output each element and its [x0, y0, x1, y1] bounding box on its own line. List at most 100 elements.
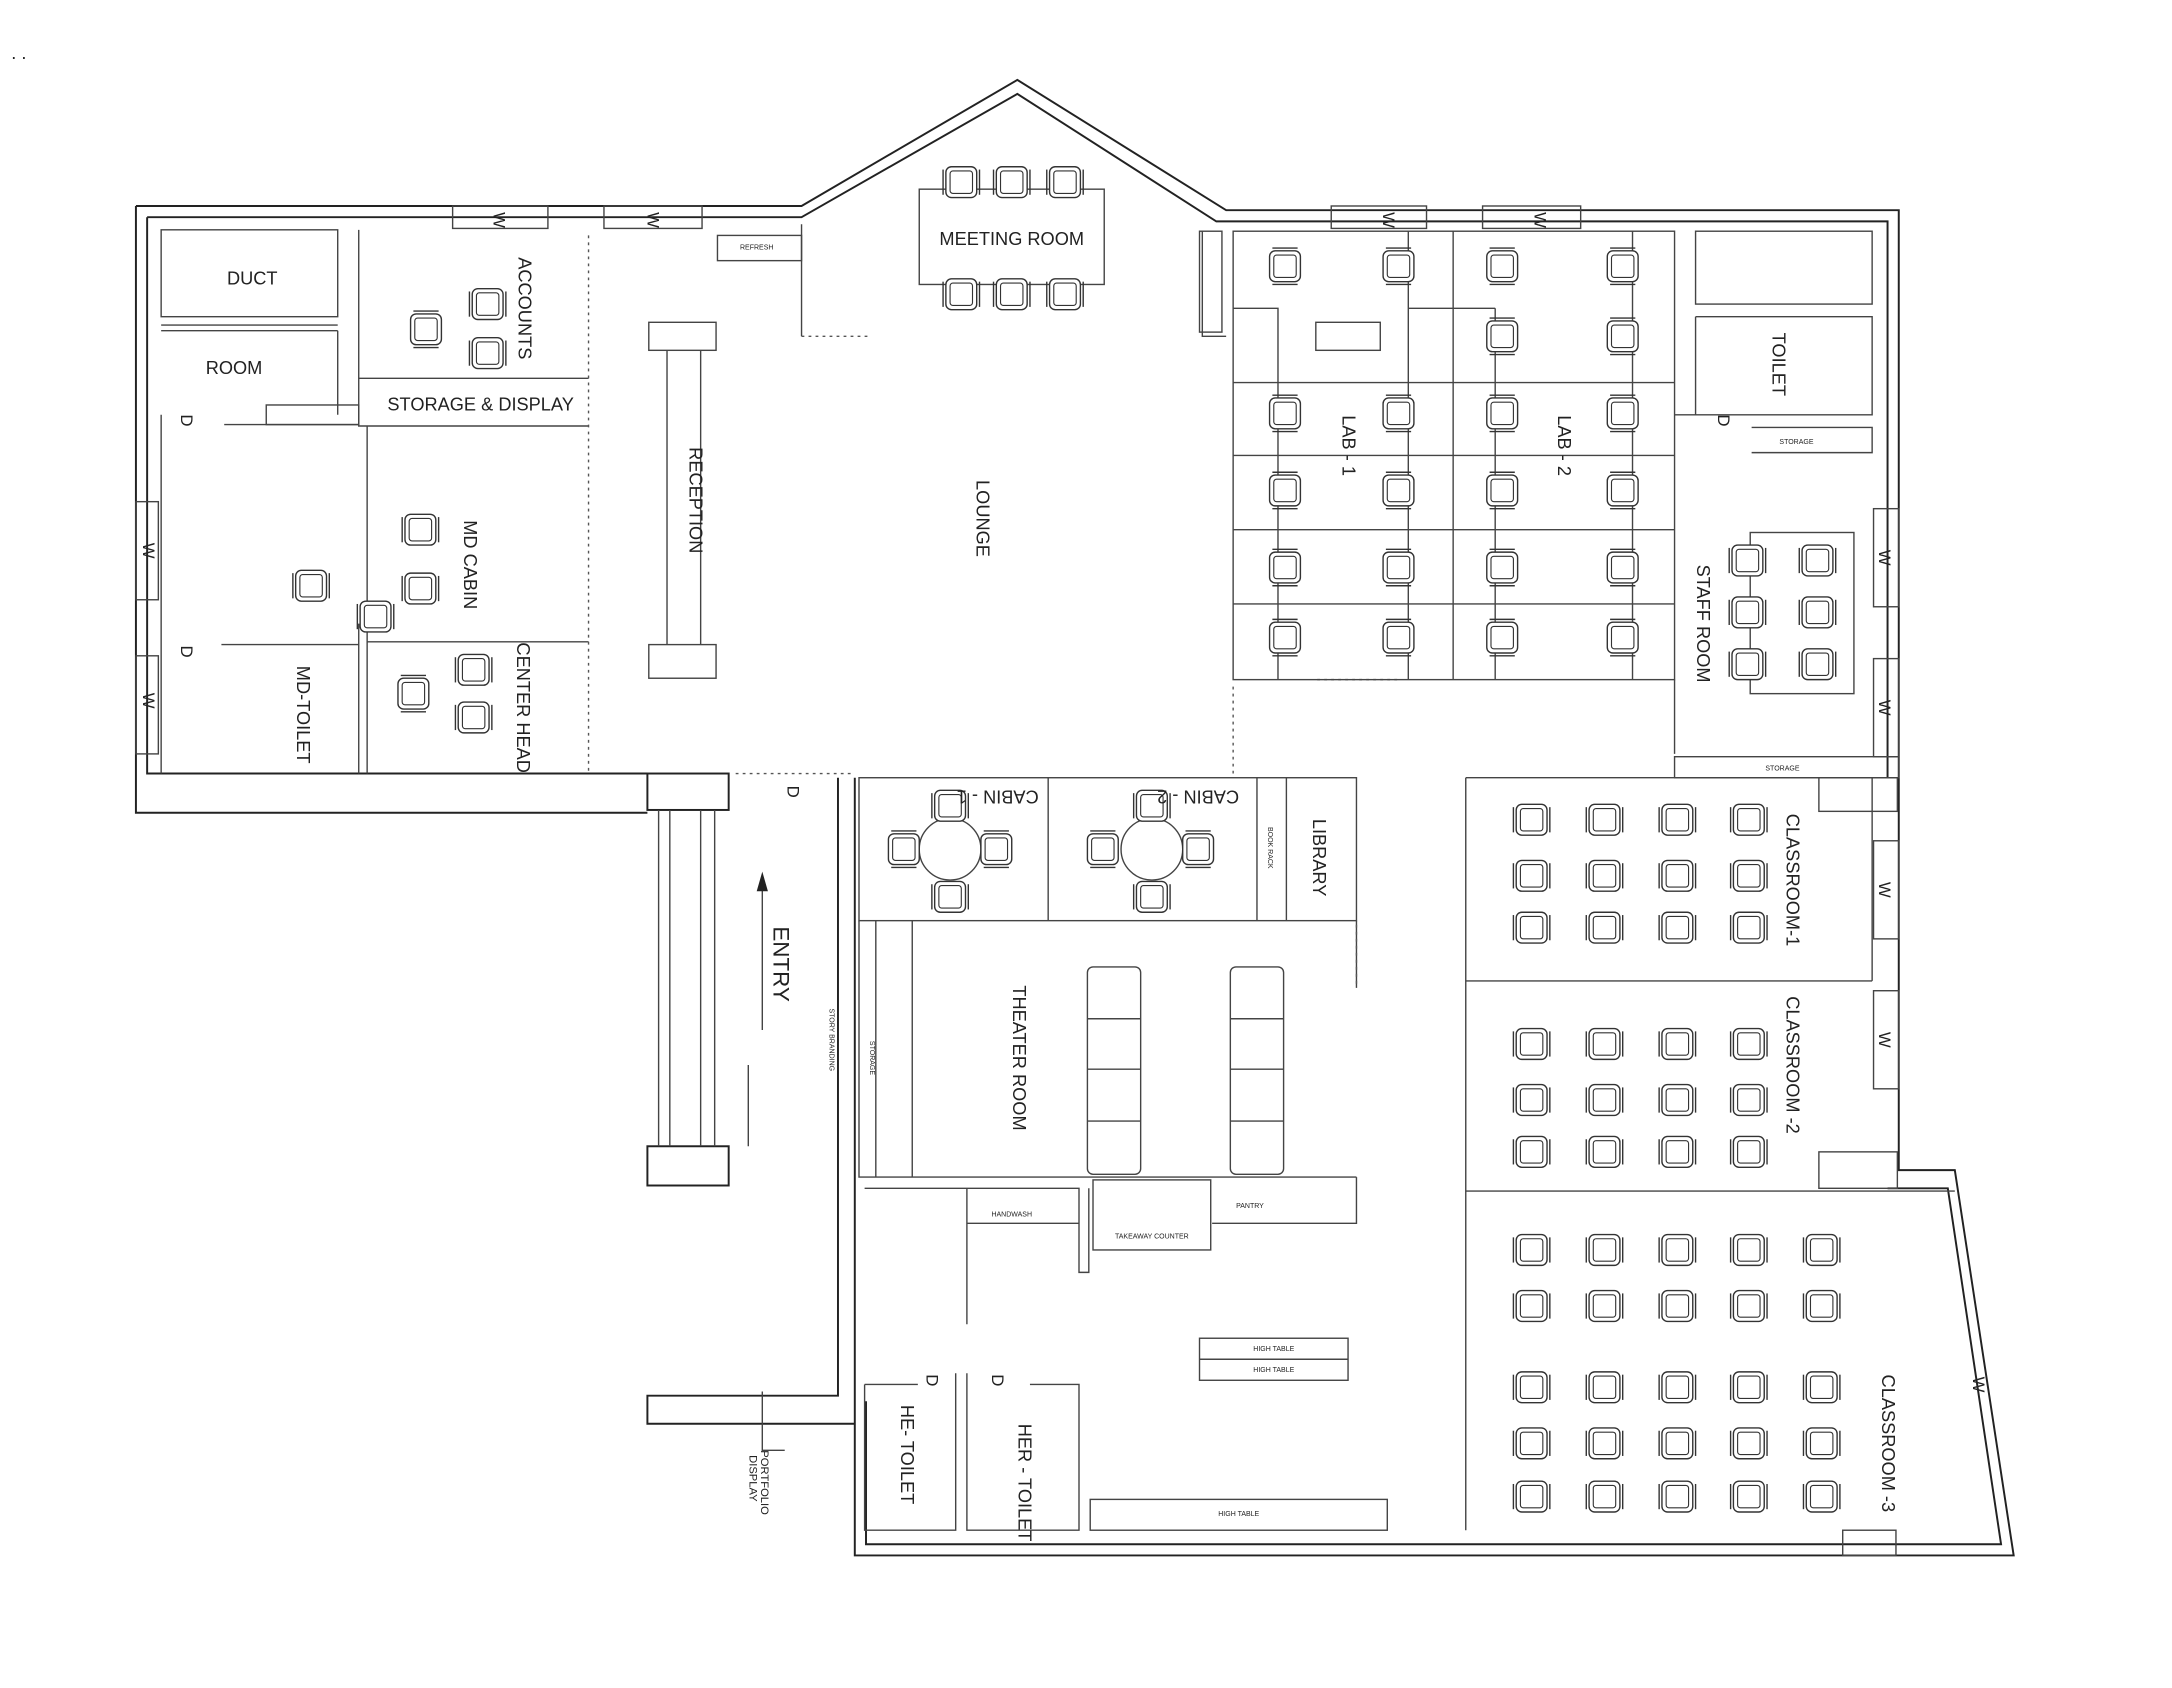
window-mark: W — [139, 543, 158, 559]
window-mark: W — [139, 693, 158, 709]
label-he-toilet: HE- TOILET — [897, 1405, 917, 1504]
label-meeting-room: MEETING ROOM — [939, 229, 1084, 249]
chair — [1802, 1233, 1841, 1267]
chair — [1658, 1427, 1697, 1460]
chair — [1512, 1083, 1551, 1117]
chair — [992, 278, 1031, 311]
chair — [1729, 1233, 1768, 1267]
chair — [1382, 247, 1415, 286]
chair — [1512, 1480, 1551, 1513]
label-storage-theater: STORAGE — [868, 1041, 875, 1075]
chair — [1046, 278, 1084, 311]
chair — [1486, 247, 1519, 286]
label-entry: ENTRY — [769, 926, 794, 1002]
chair — [1086, 830, 1119, 869]
label-cabin1: CABIN - 1 — [957, 786, 1039, 806]
chair — [1382, 618, 1415, 657]
chair — [1382, 548, 1415, 587]
chair — [468, 287, 507, 321]
label-room: ROOM — [206, 358, 263, 378]
chair — [1606, 471, 1639, 510]
window-mark: W — [1530, 212, 1549, 228]
chair — [292, 569, 331, 602]
chair — [401, 572, 440, 605]
chair — [1512, 1135, 1551, 1168]
label-theater-room: THEATER ROOM — [1009, 985, 1029, 1130]
chair — [1268, 247, 1302, 286]
label-storage-bottom: STORAGE — [1765, 766, 1799, 773]
label-classroom2: CLASSROOM -2 — [1783, 996, 1803, 1134]
chair — [1729, 1027, 1768, 1061]
chair — [1268, 394, 1302, 433]
label-display: DISPLAY — [747, 1455, 759, 1502]
chair — [1729, 803, 1768, 836]
label-high-table-2: HIGH TABLE — [1253, 1367, 1294, 1374]
chair — [1585, 1083, 1624, 1117]
chair — [1729, 911, 1768, 944]
chair — [1728, 648, 1767, 681]
chair — [1728, 596, 1767, 629]
chair — [1728, 544, 1767, 577]
chair — [942, 166, 981, 199]
chair — [1802, 1371, 1841, 1404]
label-high-table-1: HIGH TABLE — [1253, 1346, 1294, 1353]
chair — [1606, 618, 1639, 657]
label-classroom3: CLASSROOM -3 — [1878, 1375, 1898, 1513]
chair — [1802, 1427, 1841, 1460]
label-cabin2: CABIN - 2 — [1157, 786, 1239, 806]
chair — [931, 789, 969, 822]
chair — [1606, 247, 1639, 286]
chairs — [292, 166, 1841, 1513]
chair — [1486, 471, 1519, 510]
window-mark: W — [1875, 882, 1894, 898]
chair — [1798, 544, 1837, 577]
chair — [1512, 803, 1551, 836]
label-portfolio: PORTFOLIO — [758, 1450, 770, 1515]
chair — [1585, 1427, 1624, 1460]
chair — [1512, 1427, 1551, 1460]
chair — [454, 701, 493, 734]
chair — [1512, 911, 1551, 944]
chair — [1658, 1371, 1697, 1404]
door-mark: D — [988, 1374, 1007, 1386]
label-toilet: TOILET — [1769, 333, 1789, 396]
windows — [135, 205, 1900, 1090]
chair — [1802, 1480, 1841, 1513]
window-mark: W — [1379, 212, 1398, 228]
chair — [1585, 1233, 1624, 1267]
chair — [1658, 1289, 1697, 1323]
chair — [1729, 1371, 1768, 1404]
chair — [1606, 394, 1639, 433]
chair — [1606, 548, 1639, 587]
chair — [1512, 859, 1551, 892]
label-reception: RECEPTION — [685, 447, 705, 553]
chair — [1268, 618, 1302, 657]
chair — [1802, 1289, 1841, 1323]
door-mark: D — [177, 646, 196, 658]
chair — [1268, 471, 1302, 510]
label-storage-display: STORAGE & DISPLAY — [387, 395, 573, 415]
chair — [887, 830, 920, 869]
chair — [409, 310, 443, 349]
chair — [1658, 1233, 1697, 1267]
label-staff-room: STAFF ROOM — [1693, 565, 1713, 683]
chair — [1585, 1371, 1624, 1404]
chair — [1512, 1289, 1551, 1323]
chair — [1512, 1027, 1551, 1061]
chair — [1512, 1233, 1551, 1267]
chair — [1798, 648, 1837, 681]
chair — [942, 278, 981, 311]
chair — [1382, 471, 1415, 510]
chair — [454, 653, 493, 686]
chair — [1729, 859, 1768, 892]
chair — [1729, 1289, 1768, 1323]
chair — [1585, 859, 1624, 892]
chair — [1486, 317, 1519, 356]
label-duct: DUCT — [227, 268, 278, 288]
chair — [401, 513, 440, 546]
door-mark: D — [1714, 414, 1733, 426]
chair — [1132, 880, 1171, 913]
chair — [397, 674, 430, 713]
